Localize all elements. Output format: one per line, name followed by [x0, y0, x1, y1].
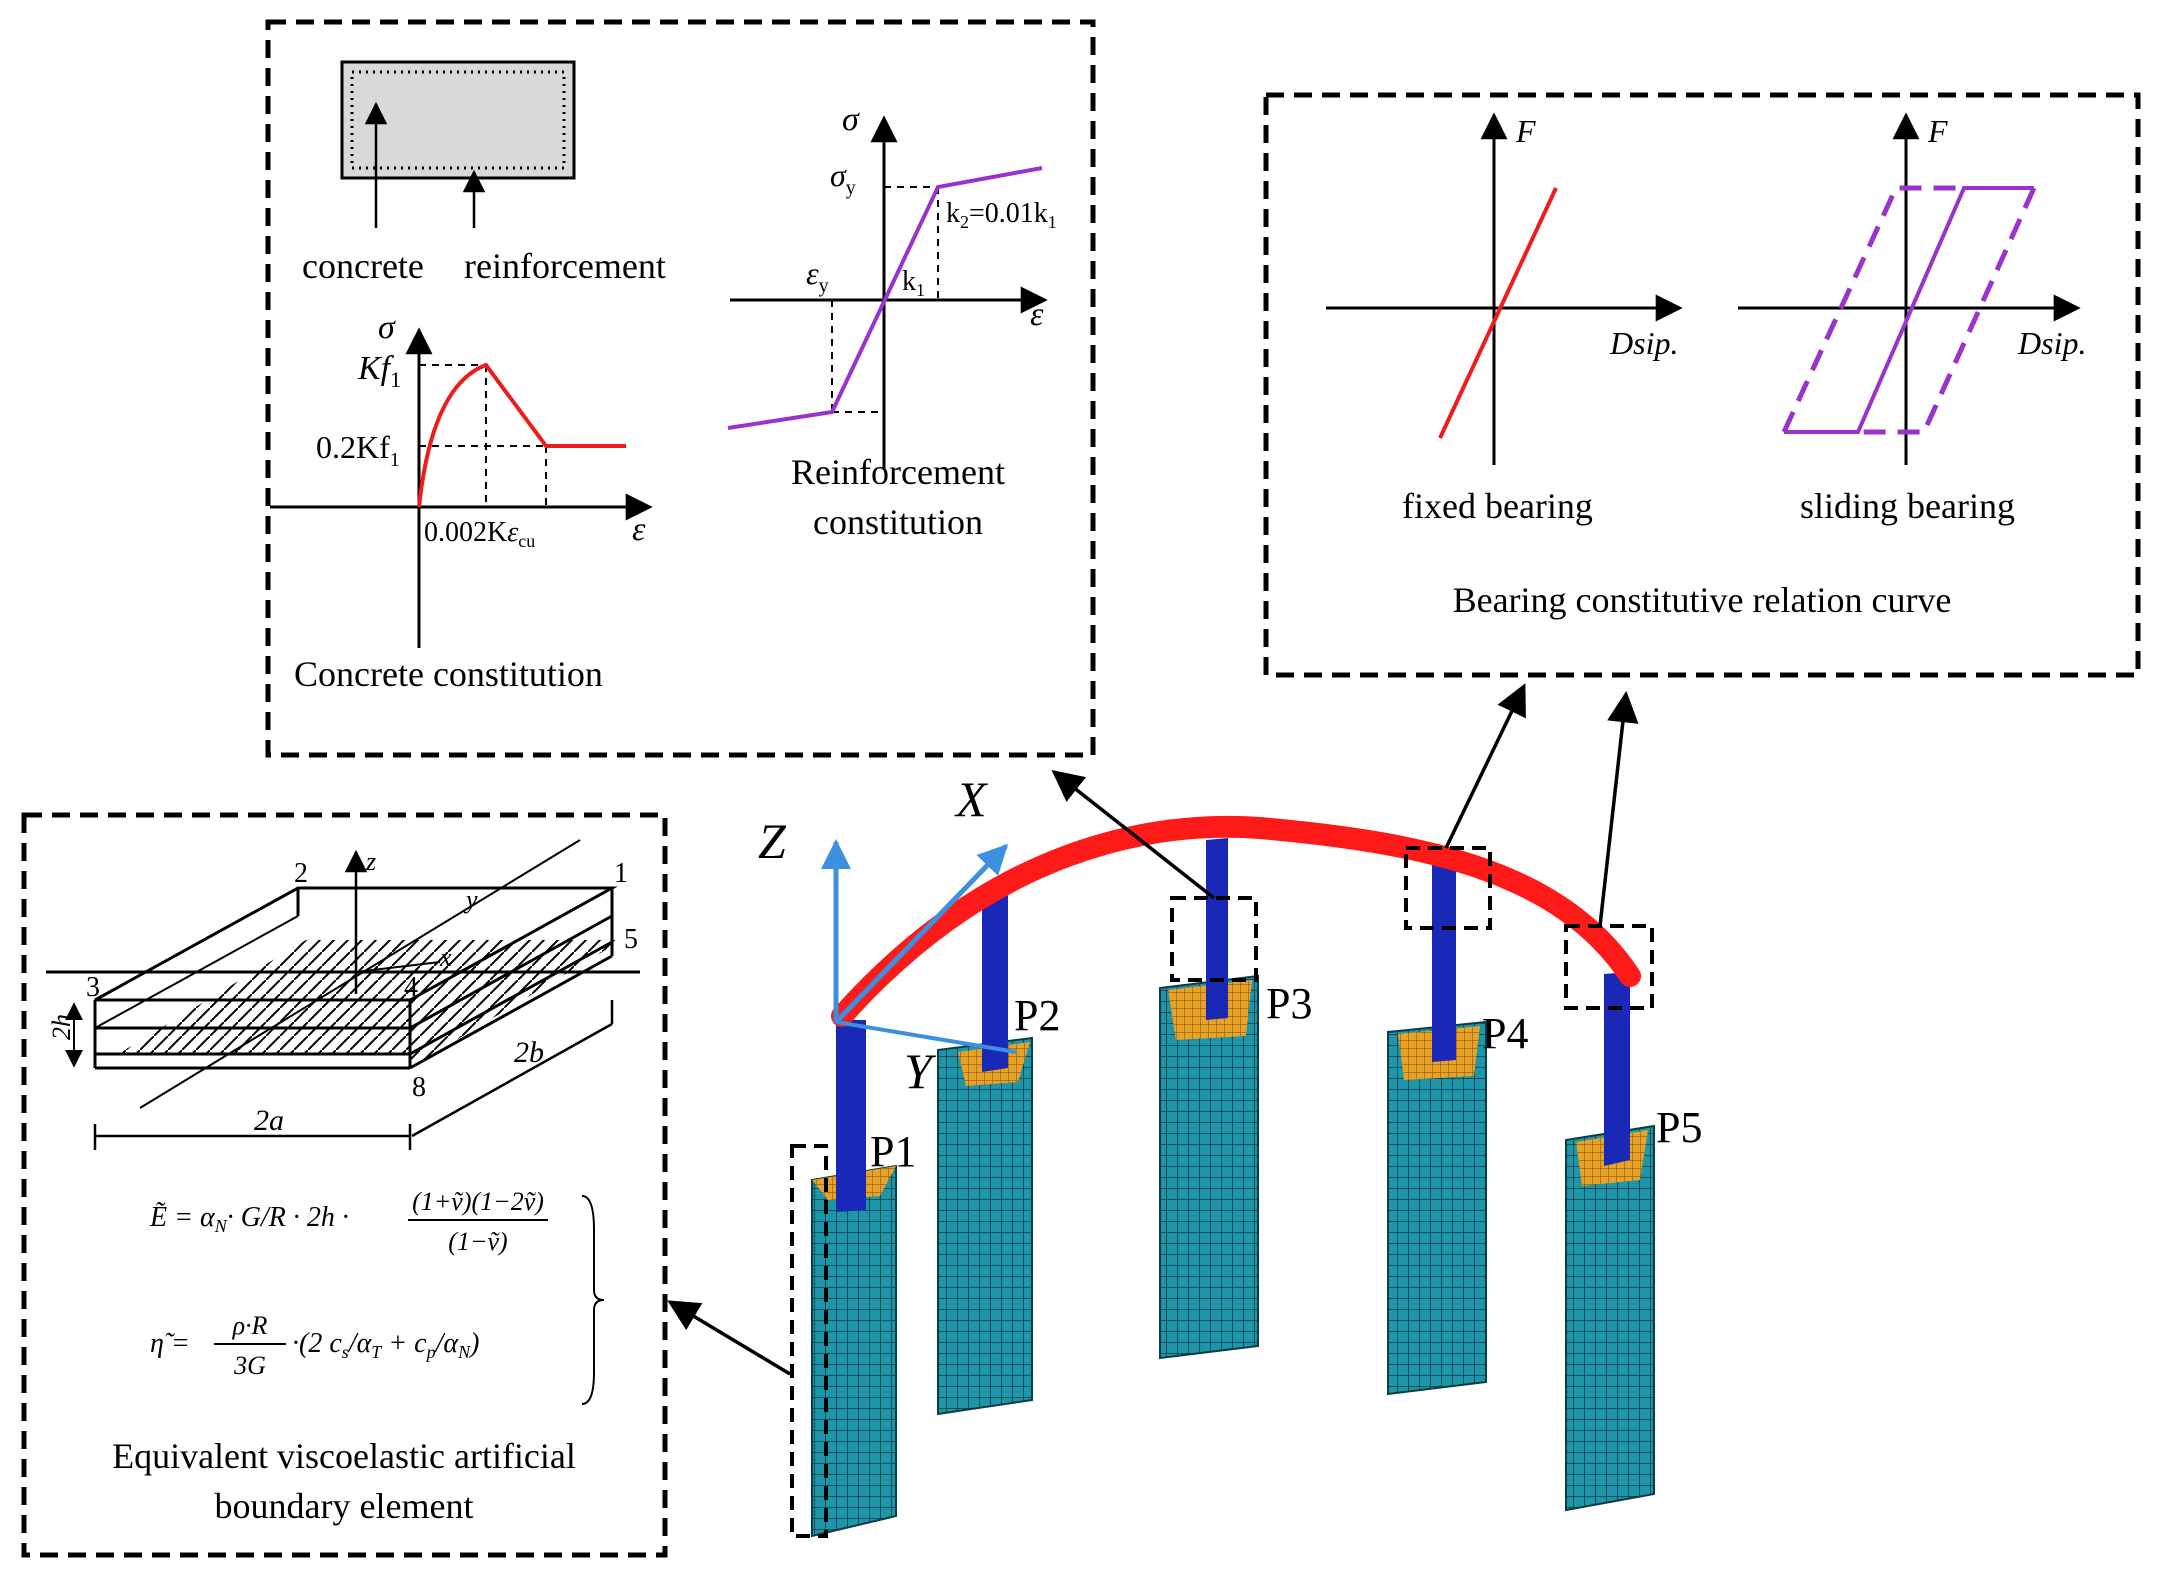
label-concrete: concrete	[302, 246, 424, 286]
boundary-element-sketch	[46, 839, 640, 1150]
sliding-dsip: Dsip.	[2017, 325, 2086, 361]
bridge-deck	[831, 815, 1641, 1027]
pier-label-p4: P4	[1482, 1009, 1528, 1058]
dim-2b: 2b	[514, 1036, 544, 1069]
constitutive-panel: concrete reinforcement σ ε Kf1 0.2Kf1 0.…	[265, 19, 1096, 758]
arrow-to-constitutive	[1051, 770, 1216, 900]
equation-eta-denominator: 3G	[233, 1351, 266, 1380]
pier-label-p1: P1	[870, 1127, 916, 1176]
arrow-to-fixed-bearing	[1444, 683, 1526, 849]
pile-p4	[1387, 1020, 1487, 1396]
pier-label-p2: P2	[1014, 991, 1060, 1040]
fixed-bearing-label: fixed bearing	[1402, 486, 1593, 526]
equation-e-numerator: (1+ṽ)(1−2ṽ)	[412, 1187, 544, 1216]
axis-y-label: Y	[904, 1043, 937, 1099]
concrete-caption: Concrete constitution	[294, 654, 603, 694]
pier-label-p5: P5	[1656, 1103, 1702, 1152]
concrete-sigma: σ	[378, 309, 396, 346]
sliding-bearing-plot	[1738, 112, 2081, 465]
equation-eta-numerator: ρ·R	[232, 1311, 268, 1340]
pier-p1	[836, 1020, 866, 1212]
node-2: 2	[294, 858, 308, 889]
concrete-stress-strain-plot	[270, 327, 653, 648]
boundary-element-panel: 1 2 3 4 5 8 z y x 2h 2a 2b Ẽ = αN· G/R ·…	[21, 812, 668, 1558]
reinforcement-sigma: σ	[842, 101, 860, 138]
node-1: 1	[614, 858, 628, 889]
node-8: 8	[412, 1072, 426, 1103]
equation-eta-rest: ·(2 cs/αT + cp/αN)	[292, 1328, 479, 1362]
pier-p5	[1604, 972, 1630, 1166]
equation-e-denominator: (1−ṽ)	[448, 1227, 507, 1256]
axis-x-local: x	[439, 943, 452, 972]
axis-z-label: Z	[758, 813, 787, 869]
concrete-epsilon: ε	[632, 511, 646, 548]
pile-p2	[937, 1036, 1033, 1416]
concrete-curve	[417, 362, 626, 508]
node-5: 5	[624, 924, 638, 955]
axis-x-label: X	[954, 771, 989, 827]
fixed-bearing-plot	[1326, 112, 1683, 465]
node-4: 4	[404, 972, 418, 1003]
strain-labels: 0.002Kεcu	[424, 517, 535, 551]
reinforcement-caption-2: constitution	[813, 502, 983, 542]
axis-y-local: y	[463, 885, 478, 914]
pier-p2	[982, 880, 1008, 1072]
boundary-equations: Ẽ = αN· G/R · 2h · (1+ṽ)(1−2ṽ) (1−ṽ) η̃ …	[149, 1187, 605, 1405]
highlight-box-p4	[1404, 846, 1492, 930]
residual-stress-label: 0.2Kf1	[316, 429, 400, 471]
cross-section-icon	[340, 60, 576, 228]
reinforcement-stress-strain-plot	[727, 115, 1048, 470]
global-axes	[821, 839, 1017, 1054]
reinforcement-caption-1: Reinforcement	[791, 452, 1005, 492]
highlight-box-p3	[1170, 896, 1258, 982]
arrow-to-sliding-bearing	[1598, 690, 1639, 927]
pile-p5	[1565, 1124, 1655, 1512]
dim-2h: 2h	[47, 1014, 76, 1040]
highlight-box-p5	[1564, 924, 1654, 1010]
sliding-bearing-label: sliding bearing	[1800, 486, 2015, 526]
axis-z-local: z	[365, 847, 376, 876]
equation-eta: η̃ =	[150, 1328, 190, 1359]
k1-label: k1	[902, 266, 925, 300]
pier-p4	[1432, 862, 1456, 1062]
sliding-F: F	[1927, 113, 1948, 149]
fixed-dsip: Dsip.	[1609, 325, 1678, 361]
boundary-caption-1: Equivalent viscoelastic artificial	[112, 1436, 576, 1476]
label-reinforcement: reinforcement	[464, 246, 666, 286]
pile-p1	[811, 1164, 897, 1538]
bridge-model: Z X Y P1 P2 P3 P4 P5	[667, 683, 1702, 1538]
k2-label: k2=0.01k1	[946, 198, 1057, 232]
yield-stress-label: σy	[830, 157, 856, 199]
pier-label-p3: P3	[1266, 979, 1312, 1028]
yield-strain-label: εy	[806, 255, 829, 297]
node-3: 3	[86, 972, 100, 1003]
fixed-F: F	[1515, 113, 1536, 149]
equation-e: Ẽ = αN· G/R · 2h ·	[149, 1202, 349, 1236]
highlight-box-p1-pile	[790, 1144, 828, 1538]
reinforcement-epsilon: ε	[1030, 296, 1044, 333]
bearing-caption: Bearing constitutive relation curve	[1453, 580, 1952, 620]
peak-stress-label: Kf1	[357, 350, 401, 392]
boundary-caption-2: boundary element	[215, 1486, 474, 1526]
bearing-panel: F Dsip. fixed bearing F Dsip. sliding be…	[1263, 92, 2141, 678]
dim-2a: 2a	[254, 1104, 284, 1137]
pier-p3	[1206, 838, 1228, 1020]
pile-p3	[1159, 974, 1259, 1360]
arrow-to-boundary-element	[667, 1300, 791, 1376]
steel-curve	[727, 166, 1043, 430]
